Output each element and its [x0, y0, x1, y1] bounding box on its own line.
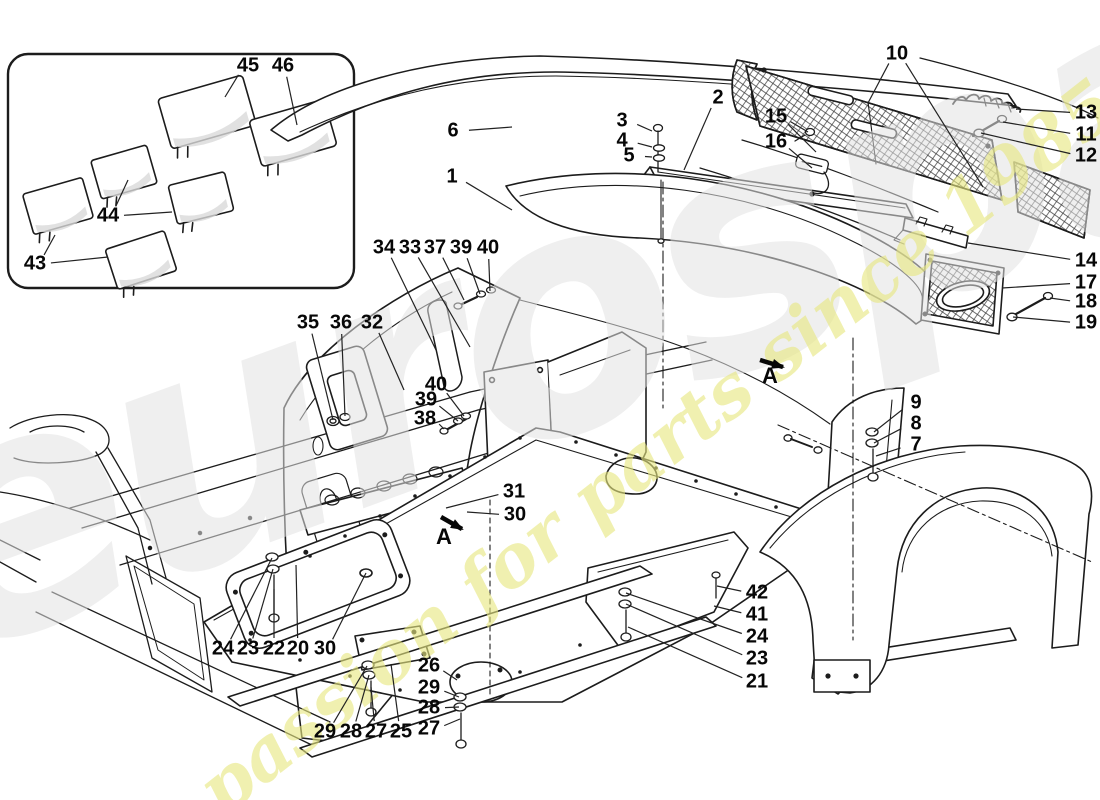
pad-45	[157, 75, 257, 159]
pad-44b	[167, 171, 235, 234]
insulation-pads-inset	[6, 52, 356, 298]
bracket-strip	[893, 216, 969, 249]
construction-lines	[489, 181, 1093, 699]
pad-43b	[105, 230, 177, 298]
mesh-plate	[920, 253, 1005, 335]
pad-44a	[90, 144, 158, 208]
body-side-structure	[0, 341, 713, 749]
pad-43a	[22, 177, 94, 244]
right-quarter-panel	[759, 444, 1093, 694]
